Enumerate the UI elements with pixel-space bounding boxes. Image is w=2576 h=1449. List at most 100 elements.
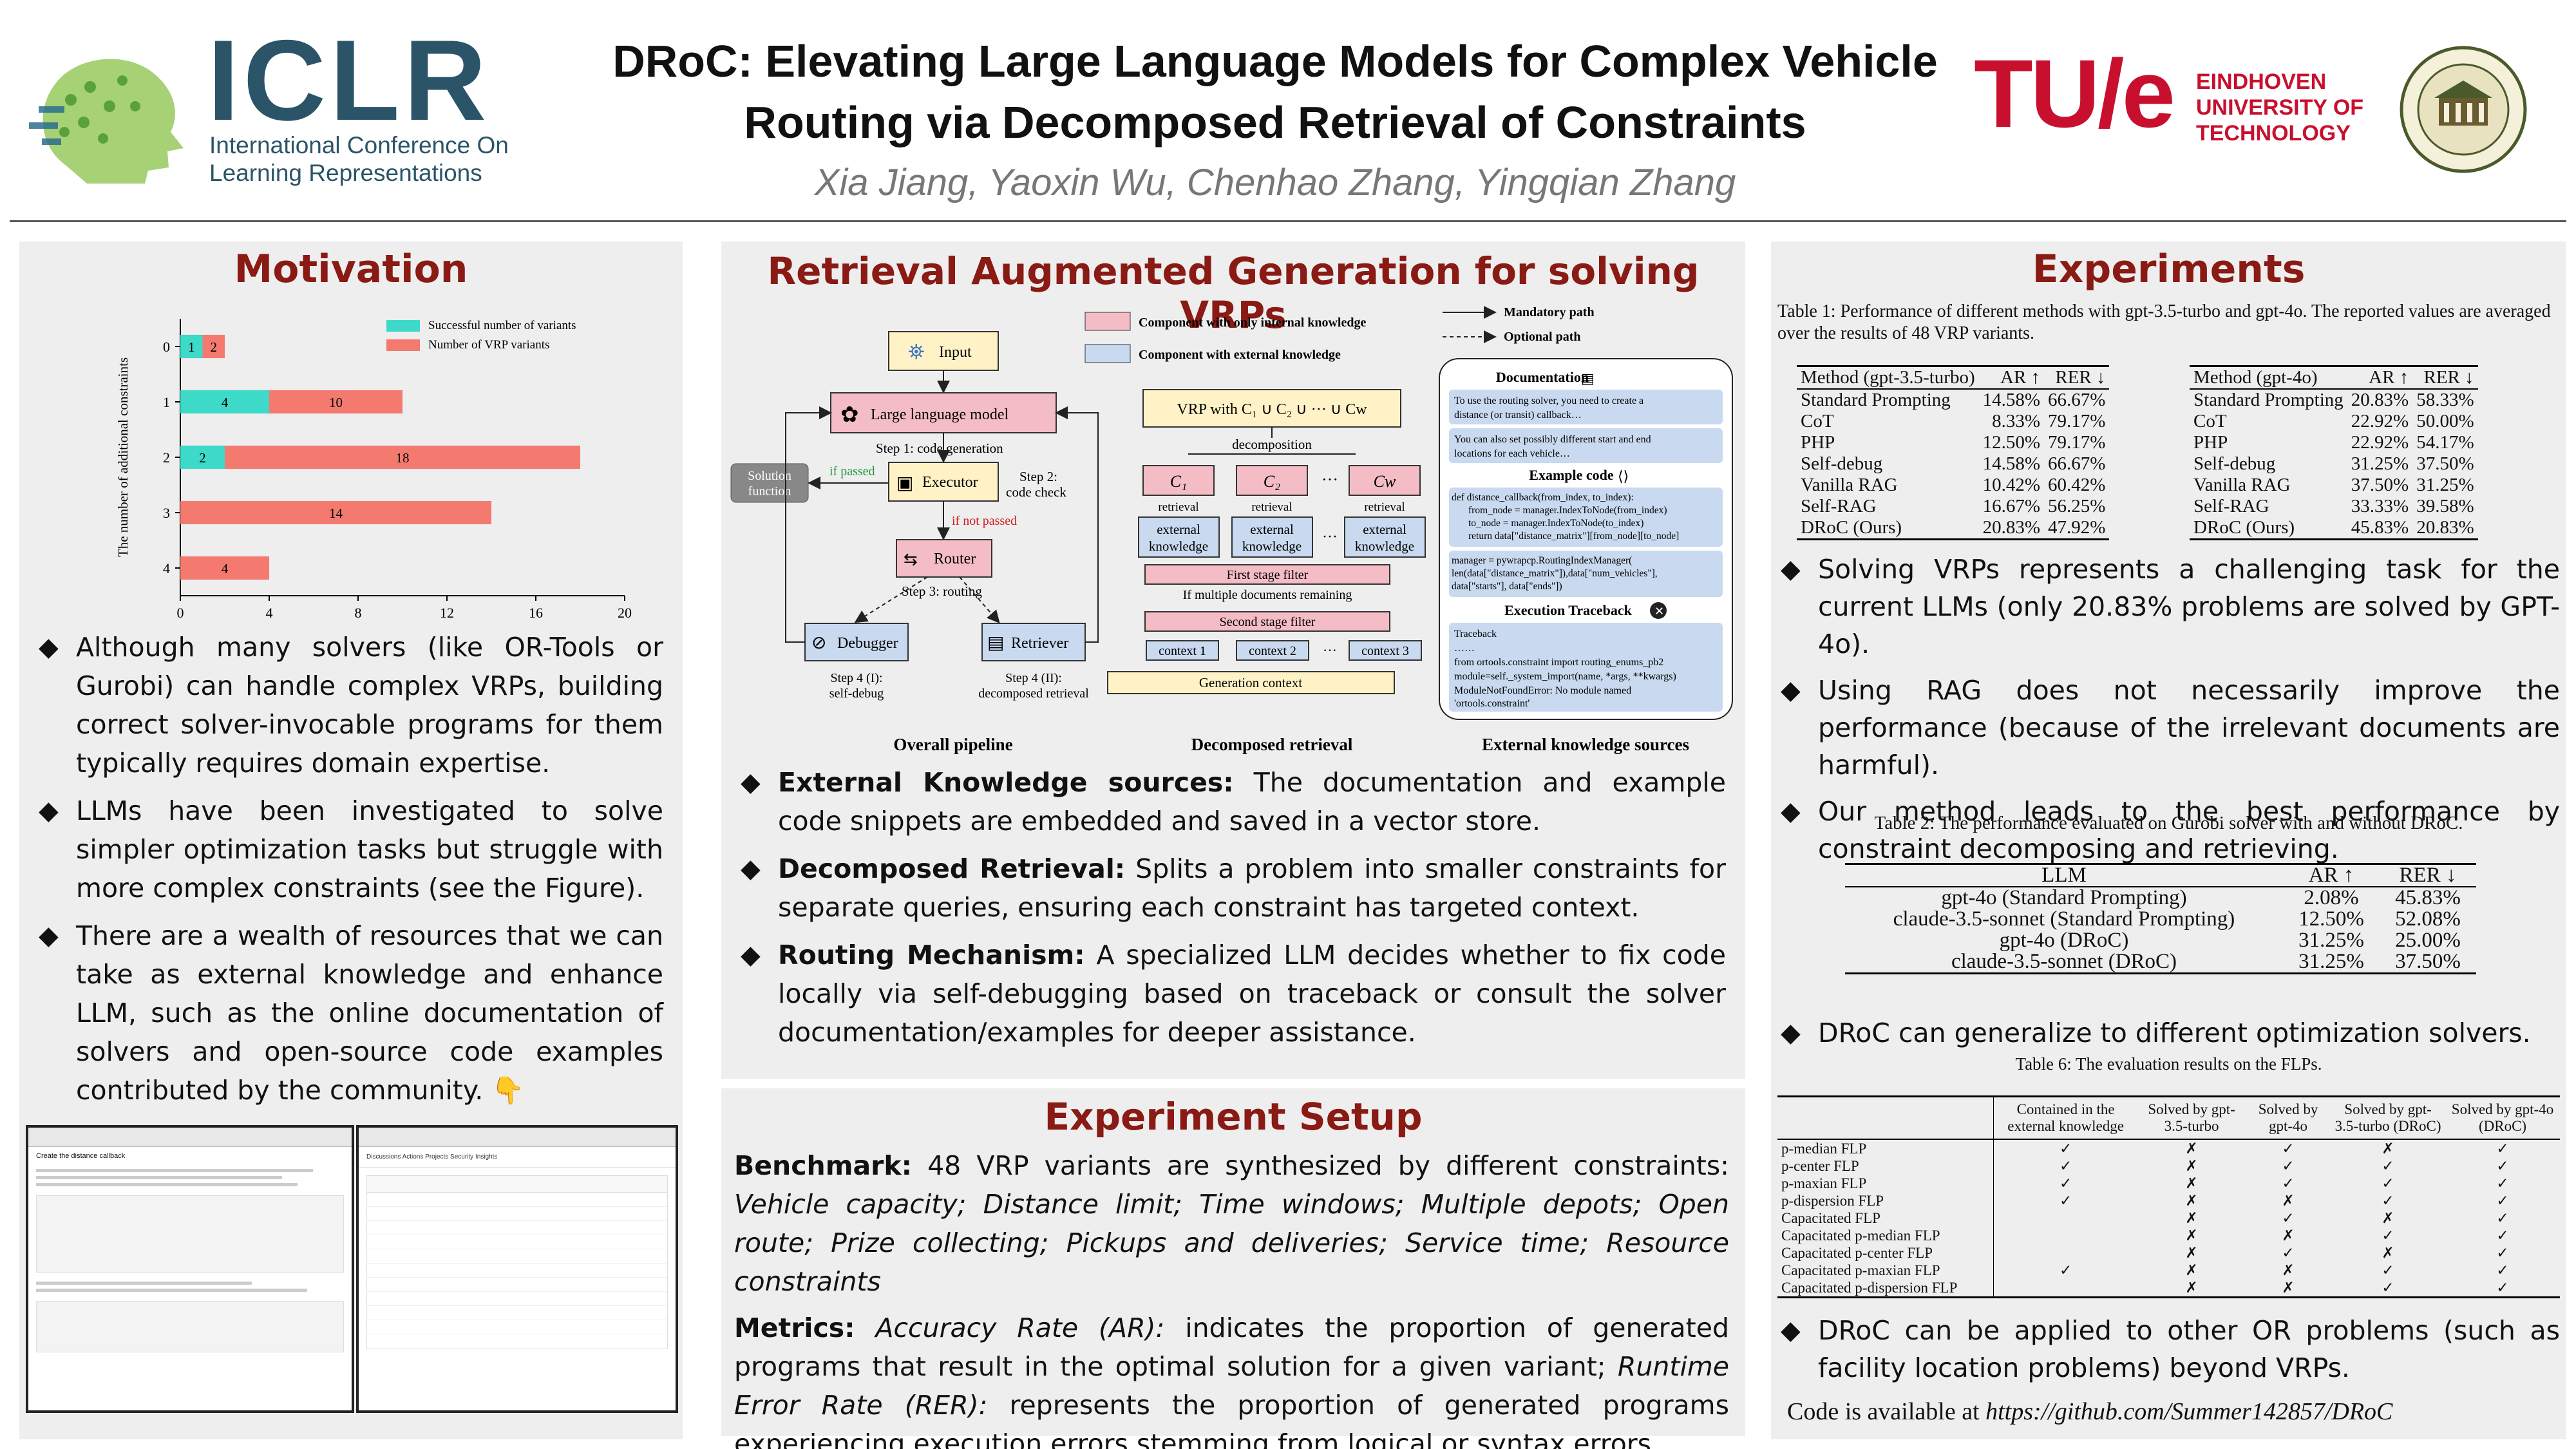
table-header-cell: RER ↓ [2423,367,2474,388]
table-cell: ✓ [2496,1227,2509,1244]
table-cell: 37.50% [2395,950,2461,973]
retrieval-label-2: retrieval [1251,500,1292,514]
table-cell [1994,1244,2138,1262]
chart-data-label: 4 [222,561,229,576]
chart-x-tick-label: 12 [440,605,454,621]
iclr-head-icon [29,59,184,184]
southeast-university-seal-icon [2400,46,2527,173]
table-cell: DRoC (Ours) [1801,517,1902,538]
table-row: Capacitated p-maxian FLP✓✗✗✓✓ [1777,1262,2560,1279]
experiments-title: Experiments [2032,247,2306,292]
rag-bullet: External Knowledge sources: The document… [741,763,1726,840]
experiments-bullet: DRoC can generalize to different optimiz… [1781,1014,2560,1052]
experiments-bullets-2: DRoC can generalize to different optimiz… [1781,1014,2560,1061]
experiments-bullets-3: DRoC can be applied to other OR problems… [1781,1312,2560,1396]
table-cell: 31.25% [2298,950,2364,973]
table-cell: 31.25% [2416,475,2474,495]
executor-label: Executor [922,474,978,491]
second-filter-label: Second stage filter [1220,615,1316,629]
benchmark-paragraph: Benchmark: 48 VRP variants are synthesiz… [734,1146,1729,1301]
table-cell: 47.92% [2048,517,2106,538]
chart-x-tick-label: 8 [355,605,362,621]
poster-title-line2: Routing via Decomposed Retrieval of Cons… [744,97,1806,147]
chart-data-label: 4 [222,395,229,410]
table-row: Capacitated FLP✗✓✗✓ [1777,1209,2560,1227]
if-passed-label: if passed [829,464,875,478]
constraint-cw-label: Cw [1374,472,1396,491]
table-row: Capacitated p-dispersion FLP✗✗✓✓ [1777,1279,2560,1298]
table-cell: ✗ [2282,1227,2295,1244]
code-link[interactable]: https://github.com/Summer142857/DRoC [1985,1398,2393,1425]
table-cell: ✗ [2185,1193,2198,1209]
table-header-cell: RER ↓ [2399,864,2457,887]
doc-text-1: To use the routing solver, you need to c… [1454,395,1643,406]
table-header-cell: Contained in the external knowledge [2007,1101,2124,1134]
error-x-glyph: ✕ [1654,605,1664,618]
table-row: Capacitated p-median FLP✗✗✓✓ [1777,1227,2560,1244]
table-cell: Standard Prompting [1801,390,1951,410]
flp-name-cell: Capacitated p-maxian FLP [1777,1262,1994,1279]
metrics-paragraph: Metrics: Accuracy Rate (AR): indicates t… [734,1309,1729,1449]
router-box [896,539,992,578]
retrieval-label-3: retrieval [1364,500,1405,514]
table-cell: 20.83% [1982,517,2041,538]
rag-diagram: Component with only internal knowledge C… [730,305,1733,754]
table-cell: ✗ [2382,1245,2394,1261]
chart-y-axis-label: The number of additional constraints [115,357,131,557]
flp-name-cell: p-dispersion FLP [1777,1192,1994,1209]
github-file-list [366,1175,668,1349]
table-cell: ✗ [2185,1245,2198,1261]
router-label: Router [934,551,976,567]
table-cell: ✗ [2185,1175,2198,1191]
table-cell: ✗ [2185,1210,2198,1226]
legend-internal-label: Component with only internal knowledge [1139,316,1366,330]
rag-title: Retrieval Augmented Generation for solvi… [767,249,1700,337]
chart-data-label: 2 [199,450,206,466]
table-cell: DRoC (Ours) [2193,517,2295,538]
table-cell: ✗ [2382,1141,2394,1157]
table-cell: PHP [2193,432,2228,453]
table-row: claude-3.5-sonnet (Standard Prompting)12… [1845,909,2476,930]
setup-title: Experiment Setup [1044,1095,1423,1139]
table-cell: 31.25% [2298,929,2364,952]
chart-data-label: 1 [188,339,195,355]
trace-line-6: 'ortools.constraint' [1454,698,1530,709]
setup-body: Benchmark: 48 VRP variants are synthesiz… [734,1146,1729,1449]
setup-panel: Experiment Setup Benchmark: 48 VRP varia… [721,1088,1745,1449]
documentation-screenshot: Create the distance callback [26,1125,354,1413]
sources-caption: External knowledge sources [1482,735,1689,754]
example-line-3: to_node = manager.IndexToNode(to_index) [1468,518,1643,529]
table-cell: 66.67% [2048,390,2106,410]
doc-heading: Documentation [1496,369,1589,385]
table-cell: ✓ [2059,1158,2072,1174]
chart-y-tick-label: 2 [163,450,170,466]
table-cell: 25.00% [2395,929,2461,952]
chart-bar-success [180,334,203,359]
generation-context-label: Generation context [1199,675,1303,690]
flp-name-cell: p-center FLP [1777,1157,1994,1175]
table-header-cell: Solved by gpt-3.5-turbo [2148,1101,2235,1134]
table-cell [1994,1279,2138,1298]
first-filter-label: First stage filter [1227,568,1309,582]
table-cell: 52.08% [2395,907,2461,931]
context-dots: ··· [1323,642,1337,658]
screenshot-heading: Create the distance callback [36,1152,126,1160]
chart-bar-total [180,445,580,469]
table-cell: 79.17% [2048,432,2106,453]
table-row: p-median FLP✓✗✓✗✓ [1777,1139,2560,1157]
table-cell: 50.00% [2416,411,2474,431]
table-cell: 2.08% [2304,886,2359,909]
example-heading: Example code [1529,467,1614,483]
legend-internal-swatch [1084,312,1131,331]
table-cell: ✓ [2282,1245,2295,1261]
multi-docs-label: If multiple documents remaining [1183,588,1352,602]
table-cell: ✓ [2382,1193,2394,1209]
table-cell: Self-debug [1801,453,1883,474]
table-cell: Vanilla RAG [1801,475,1898,495]
executor-icon: ▣ [896,473,913,493]
